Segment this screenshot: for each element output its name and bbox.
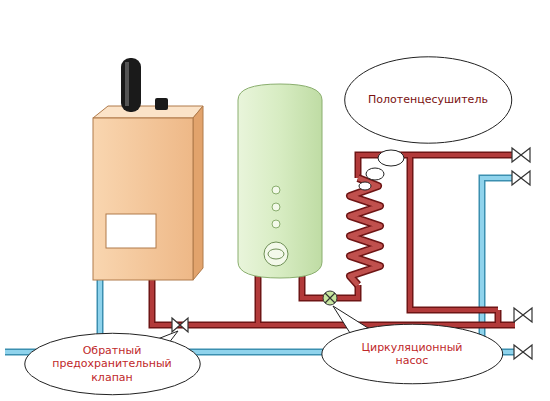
callout-bubble: Циркуляционный насос	[320, 323, 505, 385]
valves	[172, 148, 532, 359]
callout-bubble: Полотенцесушитель	[343, 55, 513, 145]
towel-dryer	[350, 178, 380, 285]
callout-bubble: Обратный предохранительный клапан	[23, 332, 202, 396]
boiler	[93, 58, 203, 280]
water-tank	[238, 84, 322, 278]
callout-tails	[150, 150, 404, 348]
callout-text: Циркуляционный насос	[347, 341, 477, 367]
hot-pipes	[152, 155, 515, 325]
callout-text: Обратный предохранительный клапан	[49, 344, 175, 384]
callout-text: Полотенцесушитель	[368, 93, 488, 106]
circulation-pump	[323, 291, 337, 305]
